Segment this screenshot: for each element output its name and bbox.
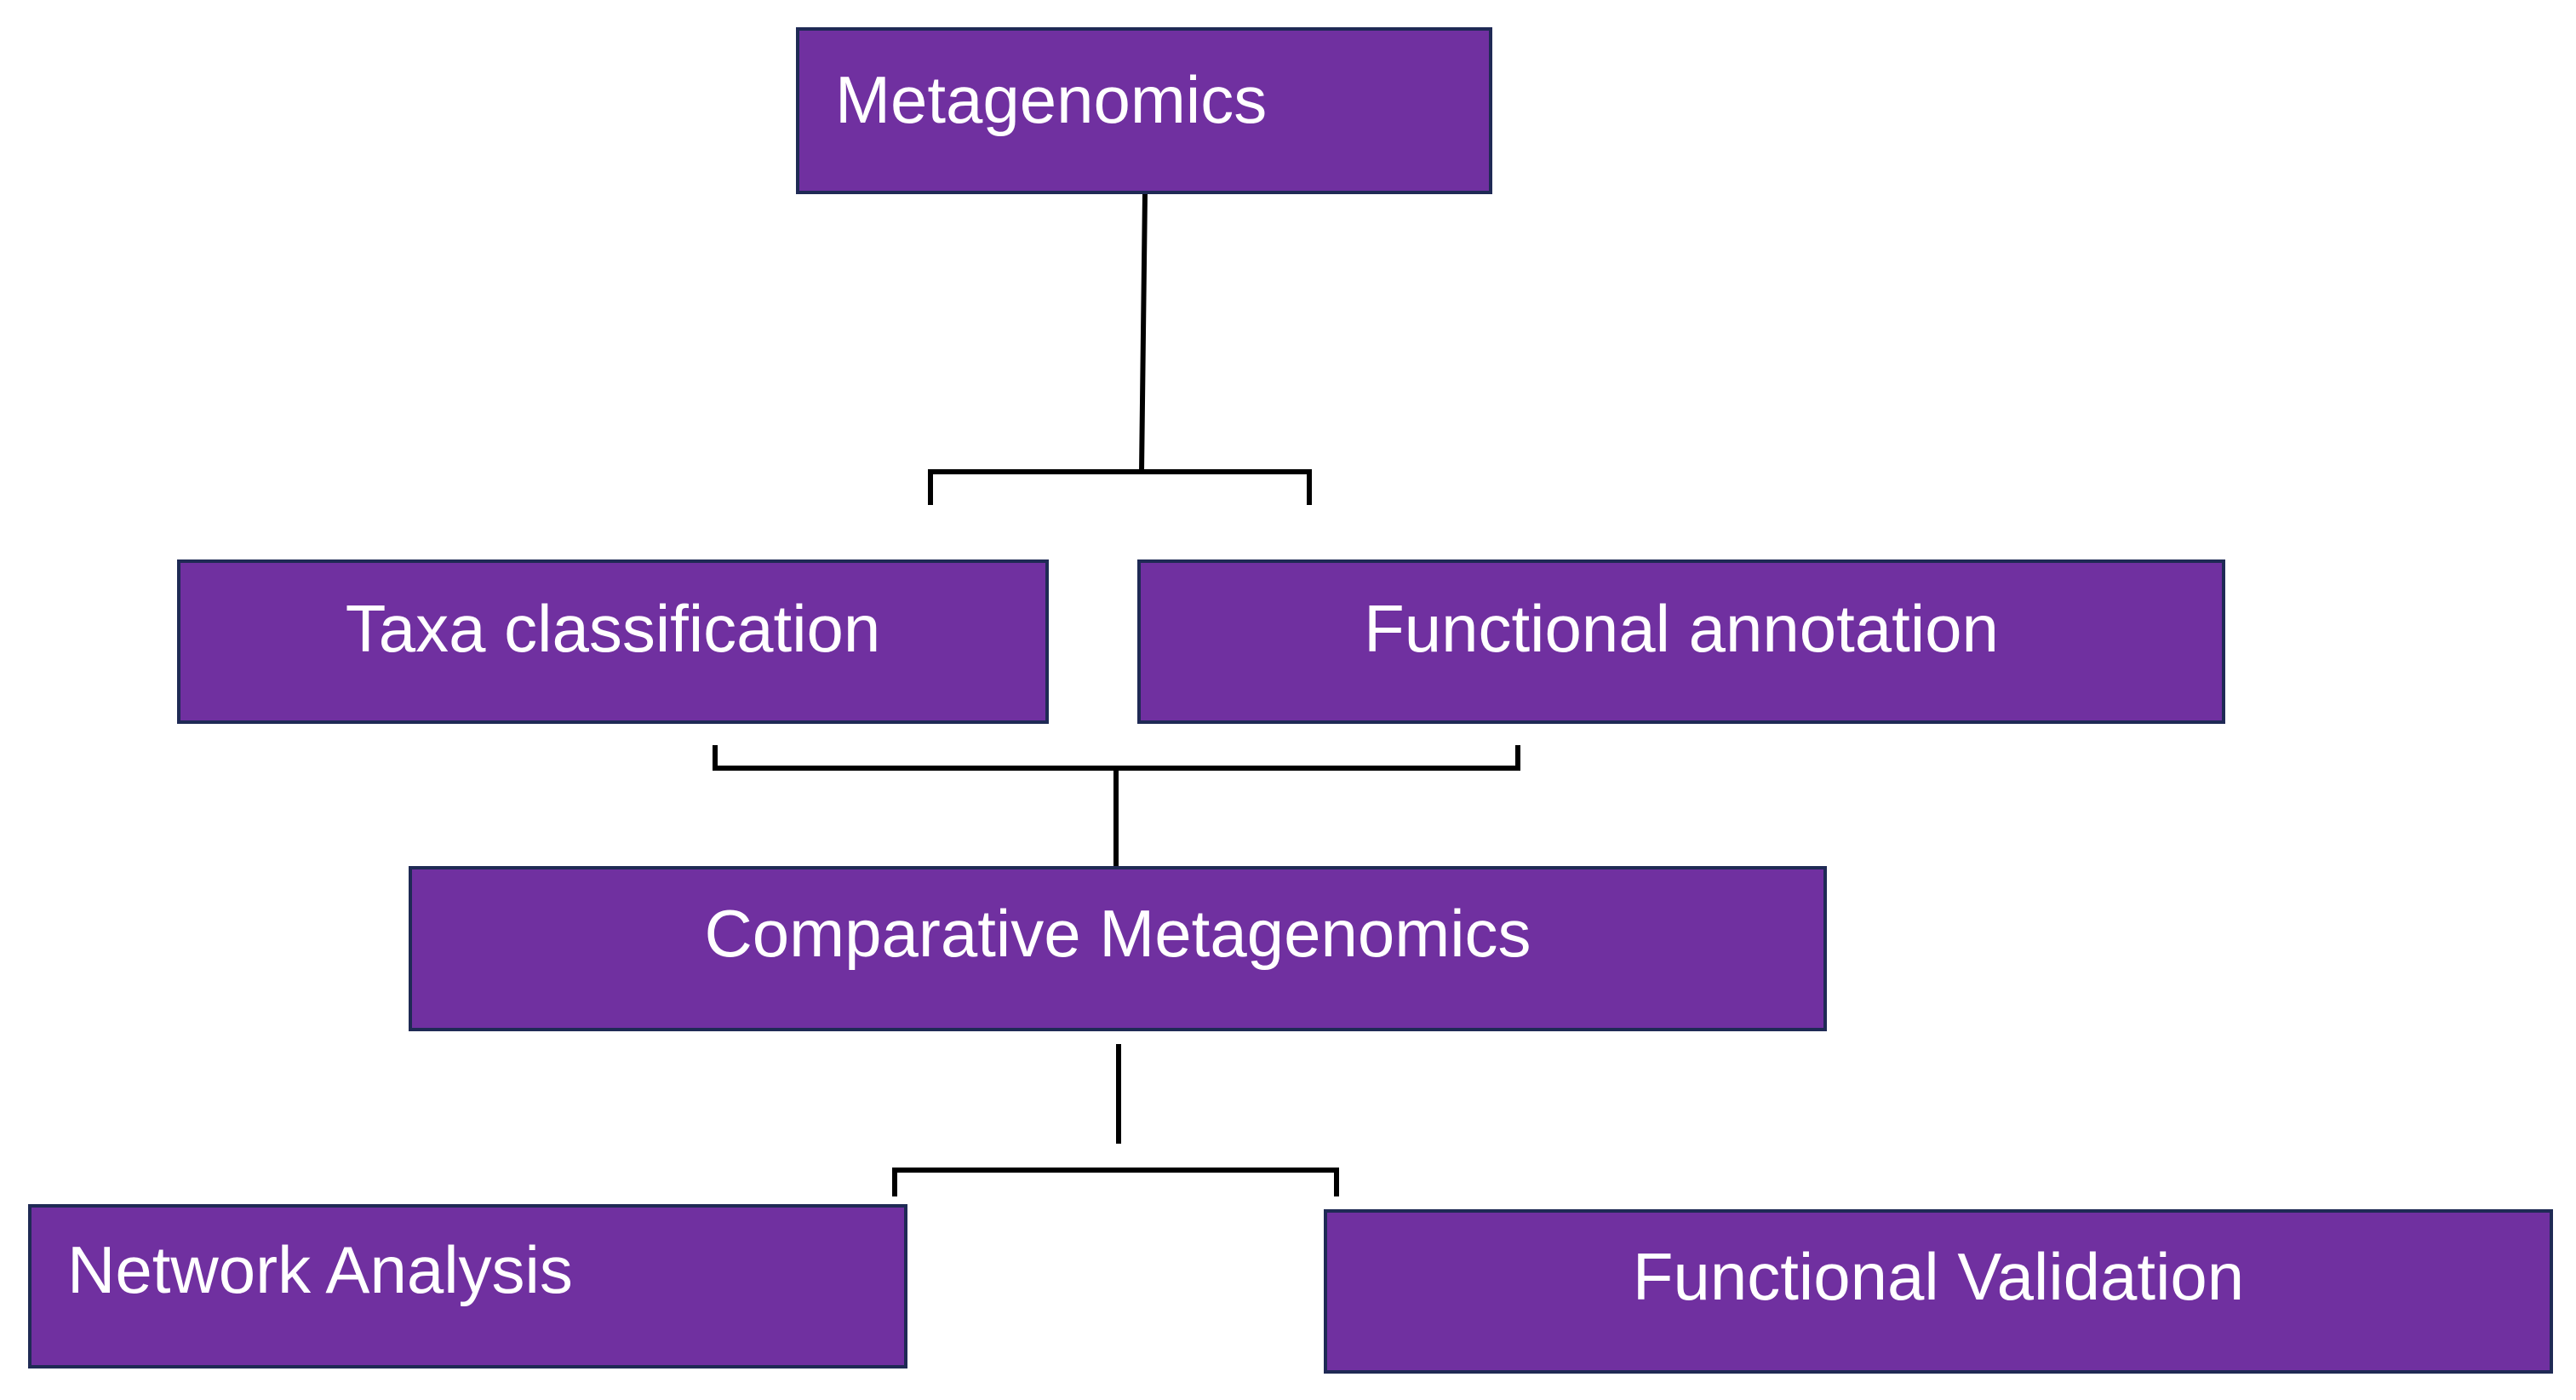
metagenomics-box: Metagenomics xyxy=(796,27,1492,194)
connector-split-bracket xyxy=(928,469,1312,505)
functional-annotation-box: Functional annotation xyxy=(1137,559,2225,724)
functional-annotation-label: Functional annotation xyxy=(1364,591,1999,666)
network-analysis-box: Network Analysis xyxy=(28,1204,907,1368)
metagenomics-label: Metagenomics xyxy=(835,62,1268,137)
taxa-classification-box: Taxa classification xyxy=(177,559,1049,724)
functional-validation-box: Functional Validation xyxy=(1324,1209,2553,1374)
connector-bottom-bracket xyxy=(892,1168,1339,1196)
connector-merge-bracket xyxy=(713,745,1520,771)
comparative-metagenomics-box: Comparative Metagenomics xyxy=(409,866,1827,1031)
functional-validation-label: Functional Validation xyxy=(1632,1239,2245,1314)
network-analysis-label: Network Analysis xyxy=(67,1232,573,1307)
comparative-metagenomics-label: Comparative Metagenomics xyxy=(704,896,1531,971)
connector-metagenomics-stem xyxy=(1138,191,1148,475)
taxa-classification-label: Taxa classification xyxy=(345,591,881,666)
